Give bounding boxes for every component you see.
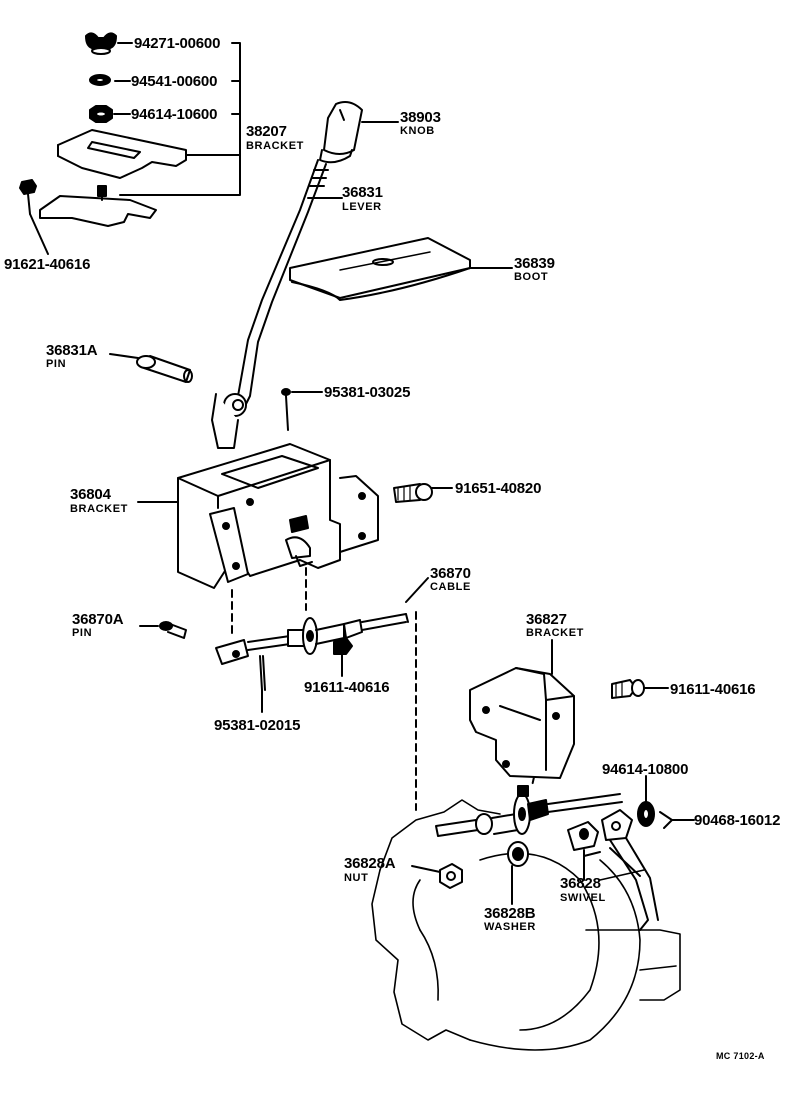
cable-end-shape: [435, 785, 623, 837]
callout-part-number: 36870: [430, 565, 471, 582]
callout-part-name: NUT: [344, 872, 369, 884]
callout-part-number: 95381-03025: [324, 384, 411, 401]
knob-shape: [319, 101, 363, 164]
callout-part-number: 36839: [514, 255, 555, 272]
callout-part-name: CABLE: [430, 581, 471, 593]
lock-washer-shape: [89, 74, 111, 86]
group-bracket-line: [119, 42, 241, 196]
callout-part-number: 38207: [246, 123, 287, 140]
bolt-shape: [19, 179, 37, 215]
callout-part-name: PIN: [72, 627, 93, 639]
callout-part-number: 95381-02015: [214, 717, 301, 734]
lever-shape: [211, 159, 329, 449]
nut-shape: [439, 863, 463, 889]
transmission-bracket-shape: [469, 667, 575, 779]
figure-reference-code: MC 7102-A: [716, 1051, 765, 1061]
washer-shape: [507, 841, 529, 867]
callout-part-name: LEVER: [342, 201, 382, 213]
callout-part-number: 94614-10800: [602, 761, 689, 778]
callout-part-name: SWIVEL: [560, 892, 606, 904]
leader-line: [405, 577, 429, 603]
boot-shape: [289, 237, 471, 301]
clip-shape: [659, 811, 673, 829]
callout-part-number: 36828A: [344, 855, 396, 872]
pin-shape: [136, 355, 193, 383]
callout-part-number: 90468-16012: [694, 812, 781, 829]
cotter-pin-shape: [259, 655, 266, 691]
callout-part-number: 36831A: [46, 342, 98, 359]
cable-shape: [215, 613, 409, 665]
callout-part-name: BRACKET: [526, 627, 584, 639]
cotter-pin-shape: [281, 388, 291, 431]
callout-part-name: BOOT: [514, 271, 549, 283]
callout-part-number: 36828B: [484, 905, 536, 922]
callout-part-name: BRACKET: [246, 140, 304, 152]
bracket-plate-upper: [57, 129, 187, 179]
callout-part-number: 36831: [342, 184, 383, 201]
callout-part-name: WASHER: [484, 921, 536, 933]
callout-part-number: 91651-40820: [455, 480, 542, 497]
bolt-shape: [393, 483, 433, 503]
bolt-shape: [333, 637, 353, 669]
callout-part-name: BRACKET: [70, 503, 128, 515]
callout-part-name: PIN: [46, 358, 67, 370]
leader-line: [411, 865, 441, 873]
transmission-housing-shape: [371, 799, 681, 1051]
callout-part-number: 91621-40616: [4, 256, 91, 273]
callout-part-number: 36828: [560, 875, 601, 892]
wing-nut-shape: [85, 32, 117, 55]
pin-shape: [159, 621, 187, 639]
bolt-shape: [611, 679, 645, 699]
callout-part-number: 94541-00600: [131, 73, 218, 90]
callout-part-number: 91611-40616: [304, 679, 390, 696]
callout-part-name: KNOB: [400, 125, 435, 137]
nut-shape: [637, 801, 655, 827]
callout-part-number: 94614-10600: [131, 106, 218, 123]
main-bracket-shape: [177, 443, 379, 589]
callout-part-number: 36804: [70, 486, 111, 503]
callout-part-number: 91611-40616: [670, 681, 756, 698]
swivel-shape: [567, 809, 659, 931]
callout-part-number: 36827: [526, 611, 567, 628]
callout-part-number: 36870A: [72, 611, 124, 628]
leader-line: [29, 213, 49, 255]
nut-shape: [89, 105, 113, 123]
callout-part-number: 38903: [400, 109, 441, 126]
callout-part-number: 94271-00600: [134, 35, 221, 52]
bracket-plate-lower: [39, 185, 157, 227]
leader-line: [109, 353, 139, 359]
